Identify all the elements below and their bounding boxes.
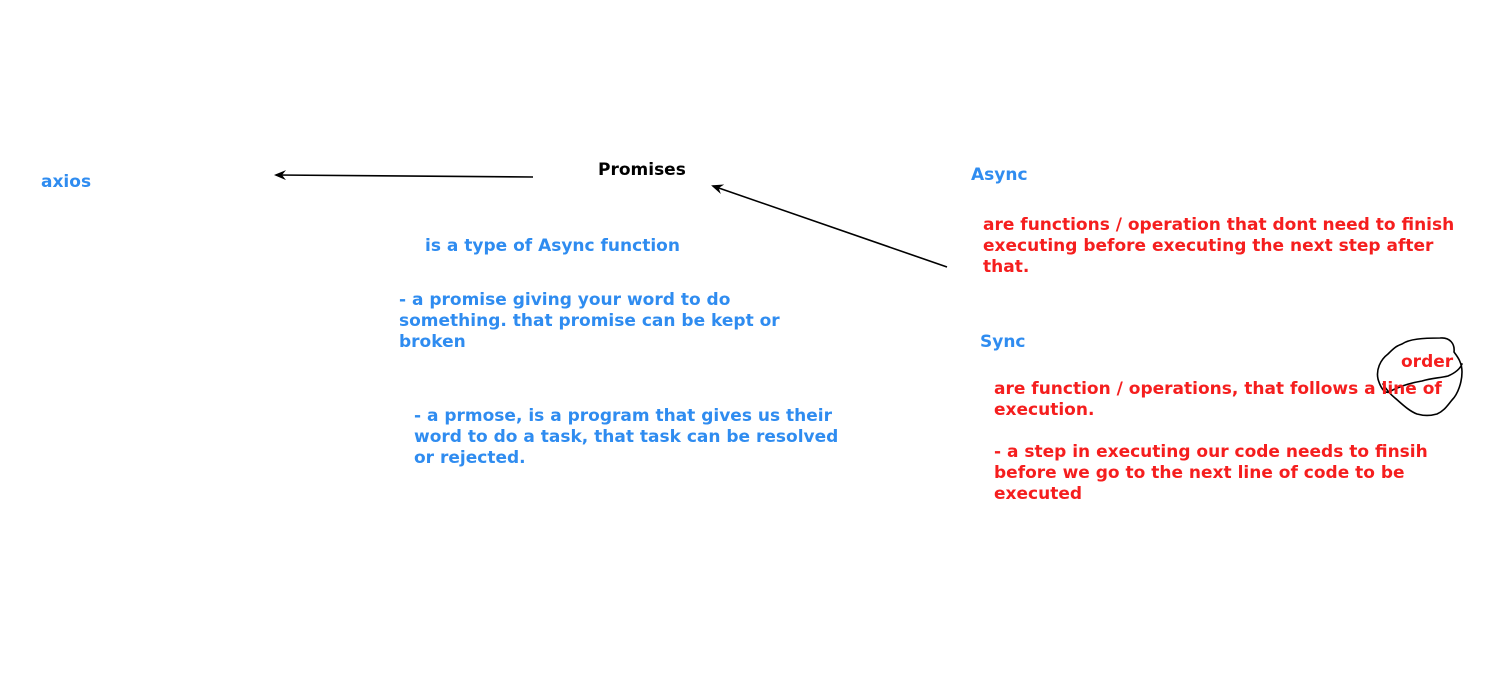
note-async-description: are functions / operation that dont need… — [983, 215, 1455, 277]
arrow-promises-to-axios — [274, 170, 534, 181]
note-promise-word: - a promise giving your word to do somet… — [399, 290, 780, 352]
note-promise-program: - a prmose, is a program that gives us t… — [414, 406, 839, 468]
arrow-async-to-promises — [711, 184, 948, 268]
node-axios: axios — [41, 172, 92, 192]
order-circle-scribble — [1376, 337, 1463, 417]
note-sync-description: are function / operations, that follows … — [994, 379, 1442, 504]
note-order: order — [1401, 352, 1454, 372]
node-promises: Promises — [598, 160, 686, 180]
node-sync: Sync — [980, 332, 1026, 352]
note-promise-type: is a type of Async function — [425, 236, 680, 256]
node-async: Async — [971, 165, 1028, 185]
